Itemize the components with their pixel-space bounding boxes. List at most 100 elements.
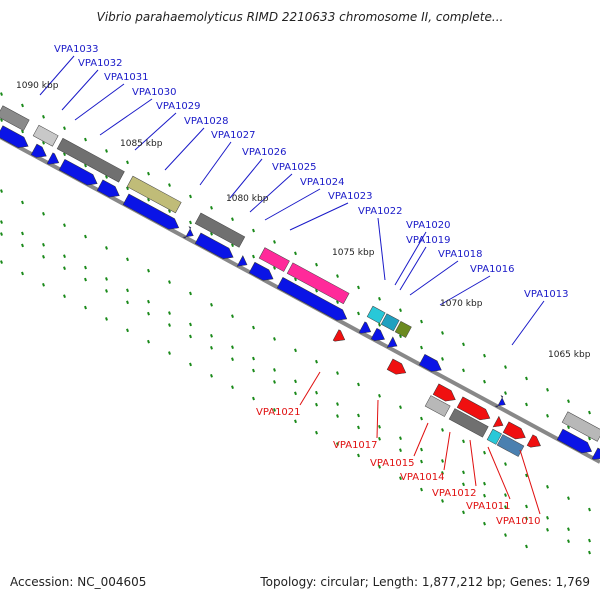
tick-mark [252, 396, 255, 401]
tick-mark [441, 459, 444, 463]
tick-mark [483, 493, 486, 498]
gene-label-vpa1029[interactable]: VPA1029 [156, 101, 201, 112]
reverse-gene-arrow[interactable] [526, 434, 543, 451]
tick-mark [441, 357, 444, 361]
cog-block[interactable] [366, 305, 386, 324]
forward-gene-arrow[interactable] [556, 428, 594, 457]
reverse-gene-arrow[interactable] [432, 383, 458, 405]
leader-line [376, 399, 379, 439]
forward-gene-arrow[interactable] [46, 152, 62, 168]
tick-mark [420, 345, 423, 350]
forward-gene-arrow[interactable] [418, 353, 444, 375]
cog-block[interactable] [394, 320, 412, 338]
tick-mark [399, 476, 402, 480]
cog-block[interactable] [561, 411, 600, 442]
gene-label-vpa1026[interactable]: VPA1026 [242, 147, 287, 158]
gene-label-vpa1010[interactable]: VPA1010 [496, 516, 541, 527]
cog-block[interactable] [448, 408, 489, 438]
tick-mark [546, 527, 549, 532]
cog-block[interactable] [258, 247, 290, 272]
leader-line [377, 217, 386, 281]
tick-mark [126, 300, 129, 305]
gene-label-vpa1022[interactable]: VPA1022 [358, 206, 403, 217]
forward-gene-arrow[interactable] [358, 321, 374, 337]
tick-mark [147, 339, 150, 344]
reverse-gene-arrow[interactable] [332, 329, 348, 345]
gene-label-vpa1033[interactable]: VPA1033 [54, 44, 99, 55]
reverse-gene-arrow[interactable] [492, 415, 506, 430]
forward-gene-arrow[interactable] [591, 447, 600, 463]
gene-label-vpa1032[interactable]: VPA1032 [78, 58, 123, 69]
forward-gene-arrow[interactable] [236, 255, 250, 270]
tick-mark [126, 160, 129, 165]
gene-label-vpa1016[interactable]: VPA1016 [470, 264, 515, 275]
tick-mark [315, 359, 318, 364]
gene-label-vpa1028[interactable]: VPA1028 [184, 116, 229, 127]
tick-mark [420, 416, 423, 421]
cog-block[interactable] [0, 105, 30, 131]
tick-mark [420, 459, 423, 464]
gene-label-vpa1027[interactable]: VPA1027 [211, 130, 256, 141]
tick-mark [294, 277, 297, 282]
tick-mark [168, 183, 171, 187]
forward-gene-arrow[interactable] [30, 143, 49, 161]
gene-label-vpa1031[interactable]: VPA1031 [104, 72, 149, 83]
tick-mark [567, 425, 570, 429]
tick-mark [273, 266, 276, 270]
cog-block[interactable] [286, 262, 350, 305]
reverse-gene-arrow[interactable] [456, 396, 493, 424]
cog-block[interactable] [126, 175, 182, 214]
reverse-gene-arrow[interactable] [502, 421, 528, 443]
gene-label-vpa1024[interactable]: VPA1024 [300, 177, 345, 188]
scale-label: 1070 kbp [440, 299, 483, 309]
gene-label-vpa1012[interactable]: VPA1012 [432, 488, 477, 499]
accession-text: Accession: NC_004605 [10, 575, 147, 589]
gene-label-vpa1025[interactable]: VPA1025 [272, 162, 317, 173]
gene-label-vpa1015[interactable]: VPA1015 [370, 458, 415, 469]
forward-gene-arrow[interactable] [182, 226, 196, 241]
gene-label-vpa1017[interactable]: VPA1017 [333, 440, 378, 451]
gene-label-vpa1020[interactable]: VPA1020 [406, 220, 451, 231]
scale-label: 1085 kbp [120, 139, 163, 149]
cog-block[interactable] [380, 313, 400, 332]
tick-mark [63, 126, 66, 130]
tick-mark [504, 533, 507, 537]
gene-label-vpa1019[interactable]: VPA1019 [406, 235, 451, 246]
forward-gene-arrow[interactable] [122, 193, 181, 233]
tick-mark [252, 356, 255, 361]
leader-line [134, 112, 177, 151]
gene-label-vpa1013[interactable]: VPA1013 [524, 289, 569, 300]
tick-mark [525, 544, 528, 549]
tick-mark [252, 228, 255, 233]
forward-gene-arrow[interactable] [386, 336, 400, 351]
cog-block[interactable] [32, 124, 59, 147]
forward-gene-arrow[interactable] [248, 261, 276, 284]
tick-mark [357, 425, 360, 430]
forward-gene-arrow[interactable] [276, 277, 350, 324]
forward-gene-arrow[interactable] [194, 232, 236, 263]
forward-gene-arrow[interactable] [96, 179, 122, 201]
cog-block[interactable] [486, 428, 502, 445]
tick-mark [525, 504, 528, 509]
leader-line [399, 246, 427, 291]
forward-gene-arrow[interactable] [370, 327, 387, 344]
tick-mark [462, 470, 465, 475]
forward-gene-arrow[interactable] [494, 395, 508, 410]
gene-label-vpa1030[interactable]: VPA1030 [132, 87, 177, 98]
tick-mark [525, 376, 528, 381]
gene-label-vpa1023[interactable]: VPA1023 [328, 191, 373, 202]
gene-label-vpa1021[interactable]: VPA1021 [256, 407, 301, 418]
reverse-gene-arrow[interactable] [386, 358, 409, 378]
cog-block[interactable] [194, 212, 246, 248]
cog-block[interactable] [496, 434, 525, 457]
cog-block[interactable] [56, 137, 125, 183]
gene-label-vpa1011[interactable]: VPA1011 [466, 501, 511, 512]
tick-mark [189, 291, 192, 296]
gene-label-vpa1018[interactable]: VPA1018 [438, 249, 483, 260]
cog-block[interactable] [424, 395, 451, 417]
forward-gene-arrow[interactable] [58, 158, 100, 189]
gene-label-vpa1014[interactable]: VPA1014 [400, 472, 445, 483]
genome-summary-text: Topology: circular; Length: 1,877,212 bp… [260, 575, 590, 589]
tick-mark [210, 302, 213, 307]
forward-gene-arrow[interactable] [0, 125, 31, 152]
